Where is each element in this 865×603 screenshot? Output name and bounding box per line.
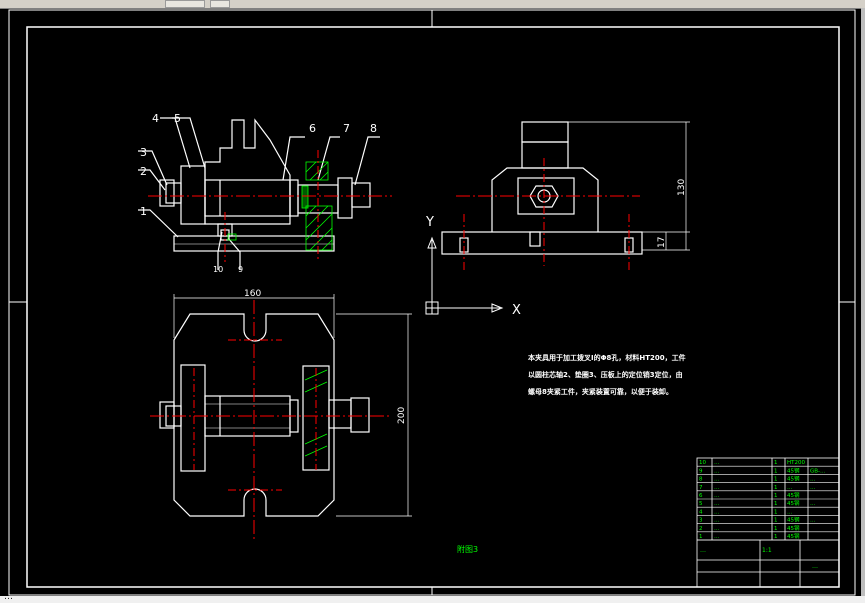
document-tab-secondary[interactable] <box>210 0 230 8</box>
title-block-cell: 1 <box>774 526 778 532</box>
sheet-inner-border <box>26 26 840 588</box>
title-block-cell: 1 <box>774 468 778 474</box>
plan-left-support <box>180 364 206 472</box>
side-dimensions: 130 17 <box>657 179 687 248</box>
title-block-cell: 1 <box>774 534 778 540</box>
title-block-scale: 1:1 <box>762 547 772 554</box>
clamp-nut <box>351 182 371 208</box>
title-block-cell: … <box>714 468 720 474</box>
title-block-cell: 45钢 <box>787 524 800 532</box>
status-text: … <box>4 592 13 602</box>
balloon-6: 6 <box>309 122 316 135</box>
ucs-axis-icon <box>425 236 504 315</box>
side-body <box>491 167 599 232</box>
balloon-7: 7 <box>343 122 350 135</box>
balloon-9: 9 <box>238 265 243 274</box>
dim-200: 200 <box>397 407 407 424</box>
title-block-cell: 1 <box>774 493 778 499</box>
side-view <box>441 121 690 255</box>
title-block-cell: 45钢 <box>787 491 800 499</box>
title-block-cell: GB-… <box>810 468 826 474</box>
title-block-cell: … <box>714 460 720 466</box>
title-block-title: … <box>700 547 706 554</box>
title-block-cell: 45钢 <box>787 475 800 483</box>
side-base <box>441 231 643 255</box>
title-block-cell: … <box>810 518 816 524</box>
title-block-cell: 1 <box>774 485 778 491</box>
figure-label: 附图3 <box>457 545 479 554</box>
title-block-cell: 45钢 <box>787 466 800 474</box>
balloon-3: 3 <box>140 146 147 159</box>
title-block-cell: … <box>714 509 720 515</box>
title-block-cell: … <box>714 493 720 499</box>
title-block-cell: 1 <box>699 534 703 540</box>
dim-17: 17 <box>657 237 667 248</box>
axis-y-label: Y <box>425 215 434 230</box>
title-block-cell: 1 <box>774 509 778 515</box>
title-block-cell: … <box>714 501 720 507</box>
front-view <box>138 117 380 270</box>
title-block-cell: … <box>810 477 816 483</box>
title-block-cell: … <box>714 485 720 491</box>
axis-x-label: X <box>512 303 521 318</box>
front-view-section <box>227 161 333 251</box>
title-block-cell: 3 <box>699 518 703 524</box>
title-block-cell: … <box>714 477 720 483</box>
title-block-cell: 8 <box>699 477 703 483</box>
left-support <box>180 165 206 225</box>
title-block-company: … <box>812 563 818 570</box>
title-block-rows <box>697 465 839 541</box>
title-block-cell: 10 <box>699 460 706 466</box>
title-block-cell: 1 <box>774 518 778 524</box>
balloon-1: 1 <box>140 205 147 218</box>
document-tab[interactable] <box>165 0 205 8</box>
title-block-cell: 1 <box>774 501 778 507</box>
title-block-cell: … <box>714 526 720 532</box>
dim-160: 160 <box>244 289 261 299</box>
title-block-cell: … <box>787 509 793 515</box>
title-block-cell: 9 <box>699 468 703 474</box>
title-block-cell: 1 <box>774 477 778 483</box>
plan-view <box>159 294 412 517</box>
title-block-cell: … <box>714 534 720 540</box>
title-block-cell: 45钢 <box>787 532 800 540</box>
plan-clamp-nut <box>350 397 370 433</box>
title-block-cell: 45钢 <box>787 499 800 507</box>
title-block-cell: 4 <box>699 509 703 515</box>
application-toolbar <box>0 0 865 9</box>
balloon-10: 10 <box>213 265 223 274</box>
title-block-cell: 6 <box>699 493 703 499</box>
title-block-cell: … <box>810 501 816 507</box>
title-block-cell: … <box>714 518 720 524</box>
title-block-cell: 1 <box>774 460 778 466</box>
title-block-cell: 7 <box>699 485 703 491</box>
balloon-labels: 4 5 6 7 8 3 2 1 10 9 <box>140 112 377 274</box>
dim-130: 130 <box>677 179 687 196</box>
title-block-cell: 2 <box>699 526 703 532</box>
balloon-2: 2 <box>140 165 147 178</box>
title-block-cell: … <box>810 485 816 491</box>
plan-base-plate <box>173 313 335 517</box>
base-plate <box>173 235 335 252</box>
balloon-8: 8 <box>370 122 377 135</box>
body-casting <box>204 118 291 225</box>
plan-dimensions: 160 200 <box>244 289 407 424</box>
balloon-5: 5 <box>174 112 181 125</box>
title-block-cell: HT200 <box>787 460 805 466</box>
technical-note: 本夹具用于加工拨叉Ⅰ的Φ8孔，材料HT200，工件以圆柱芯轴2、垫圈3、压板上的… <box>528 354 686 396</box>
balloon-4: 4 <box>152 112 159 125</box>
vertical-scrollbar[interactable] <box>861 8 865 596</box>
title-block-cell: 5 <box>699 501 703 507</box>
title-block-cell: 45钢 <box>787 516 800 524</box>
spindle-housing <box>204 179 291 217</box>
status-bar: … <box>0 592 865 603</box>
title-block-cell: … <box>787 485 793 491</box>
axis-labels: Y X <box>425 215 521 318</box>
